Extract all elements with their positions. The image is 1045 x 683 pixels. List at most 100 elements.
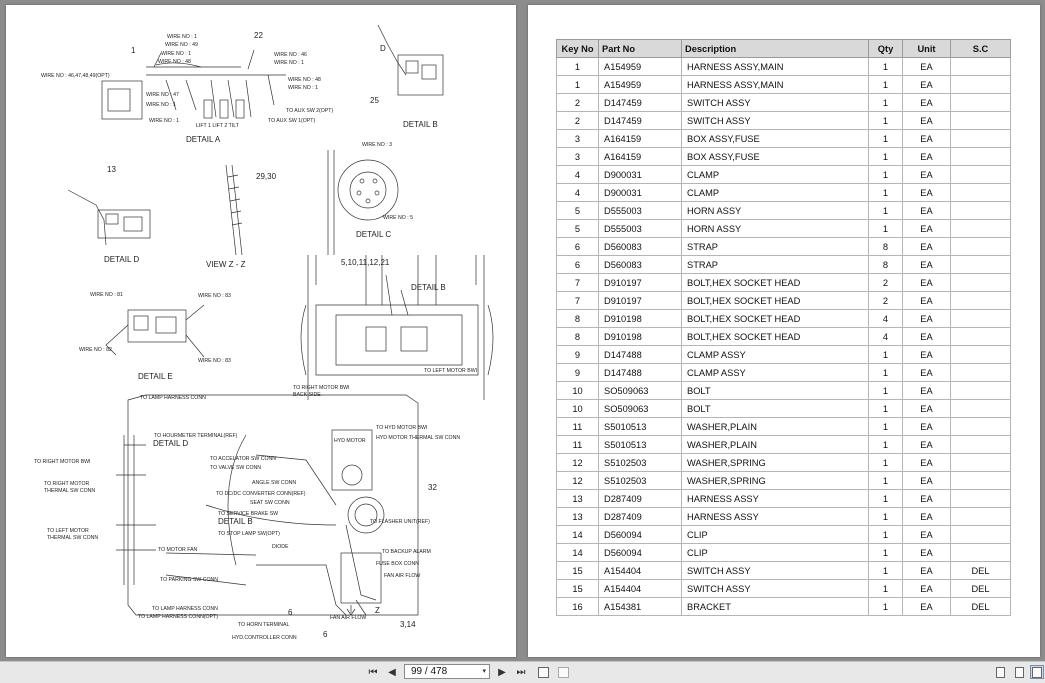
cell-description: HARNESS ASSY,MAIN	[681, 57, 869, 76]
cell-unit: EA	[902, 579, 951, 598]
cell-part-no: D147459	[598, 93, 682, 112]
cell-key-no: 4	[556, 183, 599, 202]
cell-key-no: 10	[556, 399, 599, 418]
cell-sc	[950, 201, 1011, 220]
continuous-view-icon[interactable]	[1012, 665, 1026, 679]
callout-number: 6	[288, 608, 293, 617]
cell-qty: 1	[868, 543, 903, 562]
cell-qty: 1	[868, 381, 903, 400]
cell-sc	[950, 129, 1011, 148]
svg-text:WIRE NO : 46,47,48,49(OPT): WIRE NO : 46,47,48,49(OPT)	[41, 73, 110, 79]
cell-qty: 1	[868, 471, 903, 490]
cell-description: HORN ASSY	[681, 219, 869, 238]
cell-description: HARNESS ASSY,MAIN	[681, 75, 869, 94]
cell-description: WASHER,PLAIN	[681, 435, 869, 454]
svg-text:HYD MOTOR THERMAL SW CONN: HYD MOTOR THERMAL SW CONN	[376, 435, 460, 441]
cell-part-no: A164159	[598, 147, 682, 166]
cell-key-no: 10	[556, 381, 599, 400]
svg-text:TO LEFT MOTOR BWI: TO LEFT MOTOR BWI	[424, 368, 477, 374]
cell-qty: 1	[868, 75, 903, 94]
cell-unit: EA	[902, 363, 951, 382]
cell-sc	[950, 219, 1011, 238]
svg-text:WIRE NO : 5: WIRE NO : 5	[383, 215, 413, 221]
cell-qty: 1	[868, 345, 903, 364]
cell-key-no: 12	[556, 471, 599, 490]
cell-qty: 1	[868, 93, 903, 112]
cell-key-no: 1	[556, 57, 599, 76]
cell-unit: EA	[902, 345, 951, 364]
cell-description: CLAMP ASSY	[681, 345, 869, 364]
svg-text:TO HYD MOTOR BWI: TO HYD MOTOR BWI	[376, 425, 427, 431]
cell-description: BOLT,HEX SOCKET HEAD	[681, 327, 869, 346]
cell-description: BOLT,HEX SOCKET HEAD	[681, 291, 869, 310]
cell-part-no: D560094	[598, 525, 682, 544]
two-page-view-icon[interactable]	[1030, 665, 1044, 679]
cell-key-no: 13	[556, 489, 599, 508]
cell-unit: EA	[902, 201, 951, 220]
cell-sc	[950, 75, 1011, 94]
header-key-no: Key No	[556, 39, 599, 58]
cell-key-no: 15	[556, 579, 599, 598]
svg-text:WIRE NO : 1: WIRE NO : 1	[161, 51, 191, 57]
cell-unit: EA	[902, 453, 951, 472]
cell-description: HARNESS ASSY	[681, 489, 869, 508]
cell-key-no: 5	[556, 219, 599, 238]
cell-qty: 1	[868, 129, 903, 148]
last-page-icon[interactable]: ⏭	[516, 666, 526, 678]
cell-unit: EA	[902, 129, 951, 148]
cell-key-no: 6	[556, 237, 599, 256]
cell-qty: 4	[868, 309, 903, 328]
svg-text:FUSE BOX CONN: FUSE BOX CONN	[376, 561, 419, 567]
cell-key-no: 2	[556, 93, 599, 112]
svg-text:WIRE NO : 1: WIRE NO : 1	[274, 60, 304, 66]
rotate-icon[interactable]	[536, 665, 550, 679]
svg-text:TO DC/DC CONVERTER CONN(REF): TO DC/DC CONVERTER CONN(REF)	[216, 491, 306, 497]
cell-qty: 1	[868, 507, 903, 526]
cell-sc: DEL	[950, 561, 1011, 580]
next-page-icon[interactable]: ▶	[498, 666, 506, 678]
svg-text:WIRE NO : 3: WIRE NO : 3	[362, 142, 392, 148]
copy-icon[interactable]	[556, 665, 570, 679]
page-number-select[interactable]: 99 / 478 ▾	[404, 664, 490, 679]
cell-unit: EA	[902, 489, 951, 508]
single-page-view-icon[interactable]	[993, 665, 1007, 679]
cell-part-no: D910198	[598, 327, 682, 346]
svg-text:TO FLASHER UNIT(REF): TO FLASHER UNIT(REF)	[370, 519, 430, 525]
cell-sc	[950, 291, 1011, 310]
cell-key-no: 16	[556, 597, 599, 616]
cell-description: WASHER,SPRING	[681, 471, 869, 490]
header-sc: S.C	[950, 39, 1011, 58]
svg-text:WIRE NO : 1: WIRE NO : 1	[167, 34, 197, 40]
first-page-icon[interactable]: ⏮	[368, 666, 378, 678]
svg-text:TO HORN TERMINAL: TO HORN TERMINAL	[238, 622, 290, 628]
cell-description: SWITCH ASSY	[681, 111, 869, 130]
svg-text:HYD.CONTROLLER CONN: HYD.CONTROLLER CONN	[232, 635, 297, 641]
cell-unit: EA	[902, 381, 951, 400]
prev-page-icon[interactable]: ◀	[388, 666, 396, 678]
detail-label: DETAIL E	[138, 372, 173, 381]
cell-key-no: 12	[556, 453, 599, 472]
svg-text:WIRE NO : 49: WIRE NO : 49	[165, 42, 198, 48]
header-part-no: Part No	[598, 39, 682, 58]
cell-sc	[950, 543, 1011, 562]
cell-sc	[950, 255, 1011, 274]
cell-qty: 1	[868, 201, 903, 220]
cell-description: BOLT,HEX SOCKET HEAD	[681, 273, 869, 292]
cell-qty: 1	[868, 183, 903, 202]
svg-text:TO SERVICE BRAKE SW: TO SERVICE BRAKE SW	[218, 511, 278, 517]
cell-key-no: 15	[556, 561, 599, 580]
cell-sc	[950, 183, 1011, 202]
cell-part-no: S5102503	[598, 453, 682, 472]
cell-qty: 8	[868, 255, 903, 274]
cell-qty: 1	[868, 399, 903, 418]
cell-description: CLAMP	[681, 165, 869, 184]
cell-unit: EA	[902, 255, 951, 274]
cell-part-no: S5102503	[598, 471, 682, 490]
